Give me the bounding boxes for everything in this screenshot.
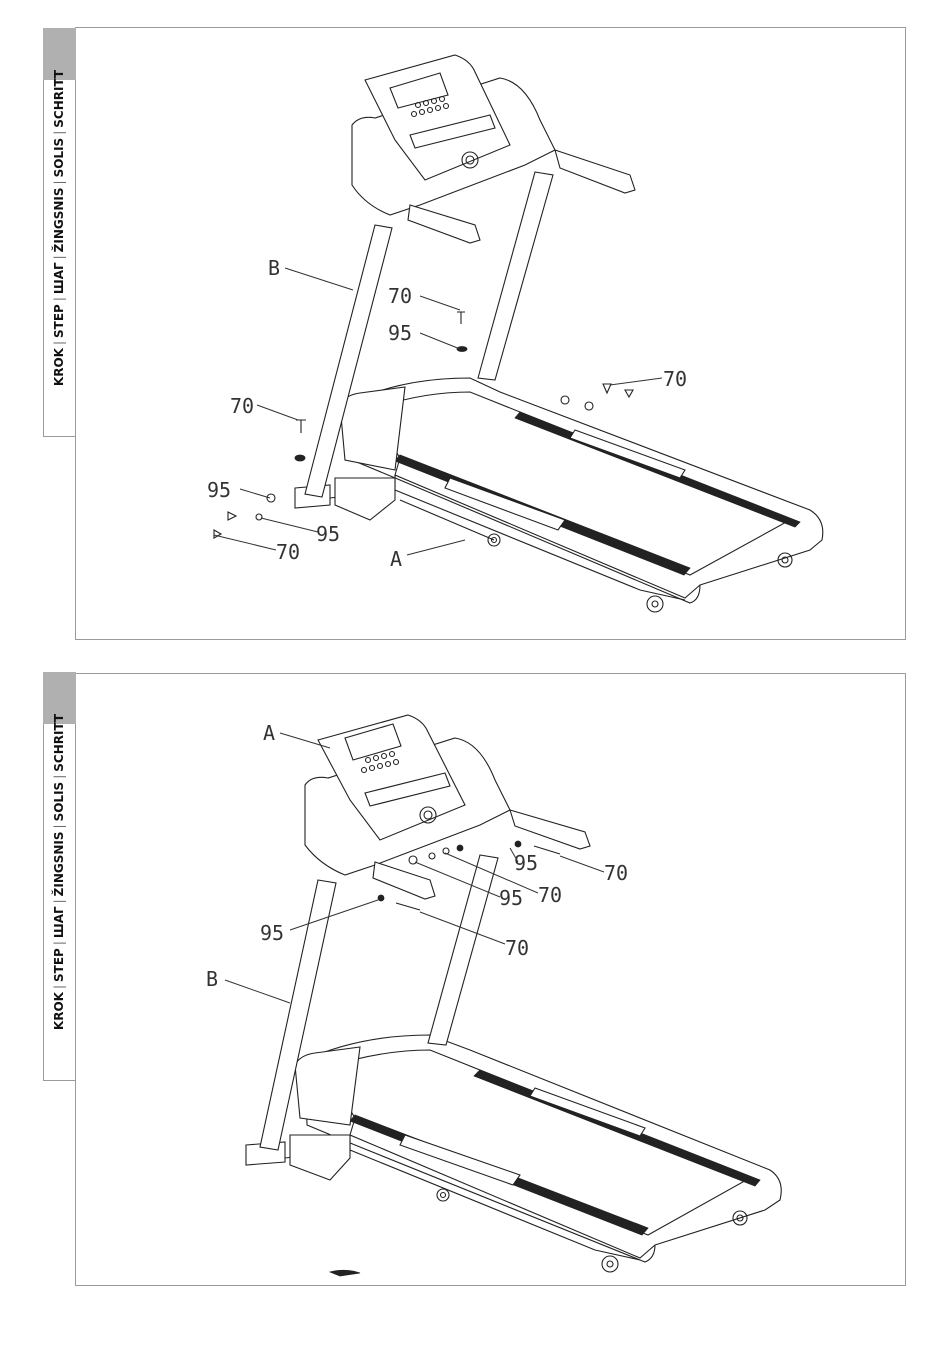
callout-70: 70	[276, 540, 300, 564]
callout-70: 70	[388, 284, 412, 308]
callout-70: 70	[505, 936, 529, 960]
callout-70: 70	[604, 861, 628, 885]
callout-95: 95	[207, 478, 231, 502]
callout-70: 70	[538, 883, 562, 907]
callout-b: B	[268, 256, 280, 280]
callout-95: 95	[316, 522, 340, 546]
callout-95: 95	[388, 321, 412, 345]
callout-95: 95	[499, 886, 523, 910]
callout-70: 70	[663, 367, 687, 391]
callout-b: B	[206, 967, 218, 991]
callout-a: A	[390, 547, 402, 571]
callout-70: 70	[230, 394, 254, 418]
treadmill-drawing-2	[246, 715, 781, 1276]
callout-95: 95	[514, 851, 538, 875]
callout-95: 95	[260, 921, 284, 945]
callout-a: A	[263, 721, 275, 745]
